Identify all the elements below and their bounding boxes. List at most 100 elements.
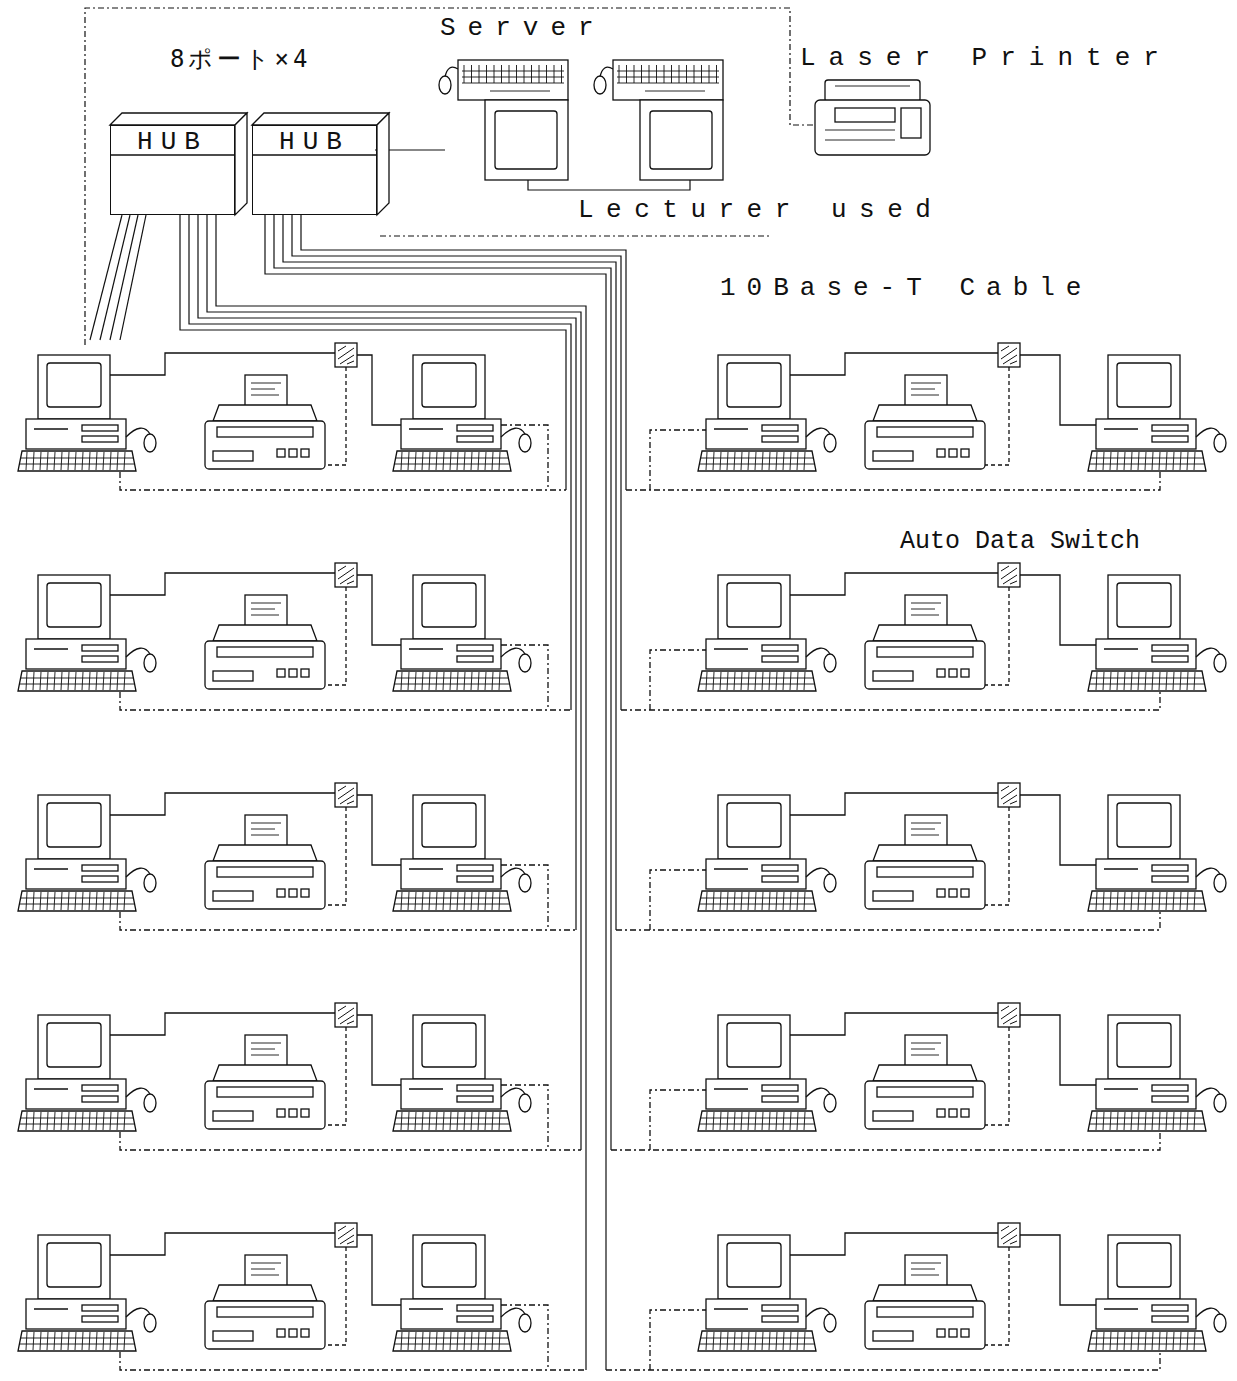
hub-shape: [110, 113, 247, 215]
label-plate: [213, 1331, 253, 1341]
switch-hatch: [1001, 1226, 1017, 1244]
keyboard-keys: [20, 1332, 134, 1350]
mouse: [144, 1094, 156, 1112]
system-unit: [1096, 419, 1196, 449]
dot-printer: [205, 815, 325, 909]
paper-lines: [911, 603, 941, 615]
mouse: [144, 874, 156, 892]
mouse: [519, 1094, 531, 1112]
paper-lines: [251, 383, 281, 395]
printer-cable: [985, 1027, 1009, 1125]
desktop-computer: [1088, 1015, 1226, 1131]
hub-top: [252, 113, 389, 125]
desktop-computer: [698, 1235, 836, 1351]
control-panel: [901, 108, 921, 138]
data-switch: [998, 783, 1020, 807]
unit-detail: [1104, 868, 1138, 869]
label-plate: [873, 1331, 913, 1341]
printer-button: [277, 1329, 285, 1337]
printer-cable: [1020, 355, 1096, 425]
keyboard-keys: [462, 65, 564, 91]
network-cable: [120, 1132, 581, 1150]
printer-cover: [213, 845, 317, 861]
mouse-cord: [600, 67, 613, 77]
monitor: [38, 1015, 110, 1079]
paper: [905, 815, 947, 849]
keyboard-keys: [395, 1332, 509, 1350]
paper: [245, 815, 287, 849]
paper-lines: [911, 1263, 941, 1275]
hub-shape: [252, 113, 389, 215]
drive-slot: [457, 436, 493, 442]
monitor: [38, 575, 110, 639]
mouse: [144, 434, 156, 452]
network-cable: [626, 472, 1160, 490]
drive-slot: [82, 1305, 118, 1311]
monitor-screen: [47, 1243, 101, 1287]
printer-button: [289, 889, 297, 897]
printer-cable: [790, 1233, 998, 1255]
printer-cable: [790, 573, 998, 595]
drive-slot: [1152, 1305, 1188, 1311]
data-switch: [998, 343, 1020, 367]
printer-cover: [873, 845, 977, 861]
printer-button: [277, 1109, 285, 1117]
printer-cable: [1020, 1235, 1096, 1305]
printer-cable: [985, 807, 1009, 905]
system-unit: [26, 1299, 126, 1329]
mouse: [824, 654, 836, 672]
unit-detail: [34, 868, 68, 869]
label-plate: [213, 891, 253, 901]
system-unit: [706, 1079, 806, 1109]
network-cable: [616, 912, 1160, 930]
printer-cable: [325, 367, 346, 465]
printer-cover: [873, 1065, 977, 1081]
screen-housing: [485, 100, 568, 180]
drive-slot: [1152, 656, 1188, 662]
paper: [905, 375, 947, 409]
screen: [495, 111, 557, 169]
paper-lines: [911, 823, 941, 835]
dot-printer: [205, 1035, 325, 1129]
paper-lines: [911, 383, 941, 395]
monitor: [1108, 1235, 1180, 1299]
drive-slot: [1152, 865, 1188, 871]
printer-top: [825, 80, 920, 102]
platen: [217, 427, 313, 437]
label-plate: [873, 1111, 913, 1121]
switch-box: [335, 1223, 357, 1247]
printer-cable: [1020, 1015, 1096, 1085]
paper: [245, 1035, 287, 1069]
paper: [245, 595, 287, 629]
switch-hatch: [1001, 1006, 1017, 1024]
drive-slot: [457, 645, 493, 651]
paper-tray: [835, 108, 895, 122]
paper: [905, 595, 947, 629]
printer-cable: [325, 807, 346, 905]
unit-detail: [409, 1088, 443, 1089]
monitor-screen: [1117, 803, 1171, 847]
desktop-computer: [1088, 575, 1226, 691]
monitor-screen: [727, 583, 781, 627]
switch-box: [998, 563, 1020, 587]
desktop-computer: [393, 1235, 531, 1351]
hub-box: HUB: [110, 125, 235, 215]
network-cable: [606, 1352, 1160, 1370]
mouse: [1214, 654, 1226, 672]
switch-hatch: [1001, 346, 1017, 364]
desktop-computer: [393, 795, 531, 911]
printer-button: [961, 1329, 969, 1337]
monitor: [38, 795, 110, 859]
platen: [217, 647, 313, 657]
drive-slot: [1152, 876, 1188, 882]
desktop-computer: [18, 795, 156, 911]
printer-cable: [790, 1013, 998, 1035]
printer-cover: [213, 405, 317, 421]
unit-detail: [1104, 428, 1138, 429]
keyboard: [698, 1111, 816, 1131]
desktop-computer: [698, 355, 836, 471]
network-cable: [650, 430, 706, 490]
monitor: [718, 355, 790, 419]
network-cable: [501, 1305, 548, 1370]
system-unit: [706, 1299, 806, 1329]
